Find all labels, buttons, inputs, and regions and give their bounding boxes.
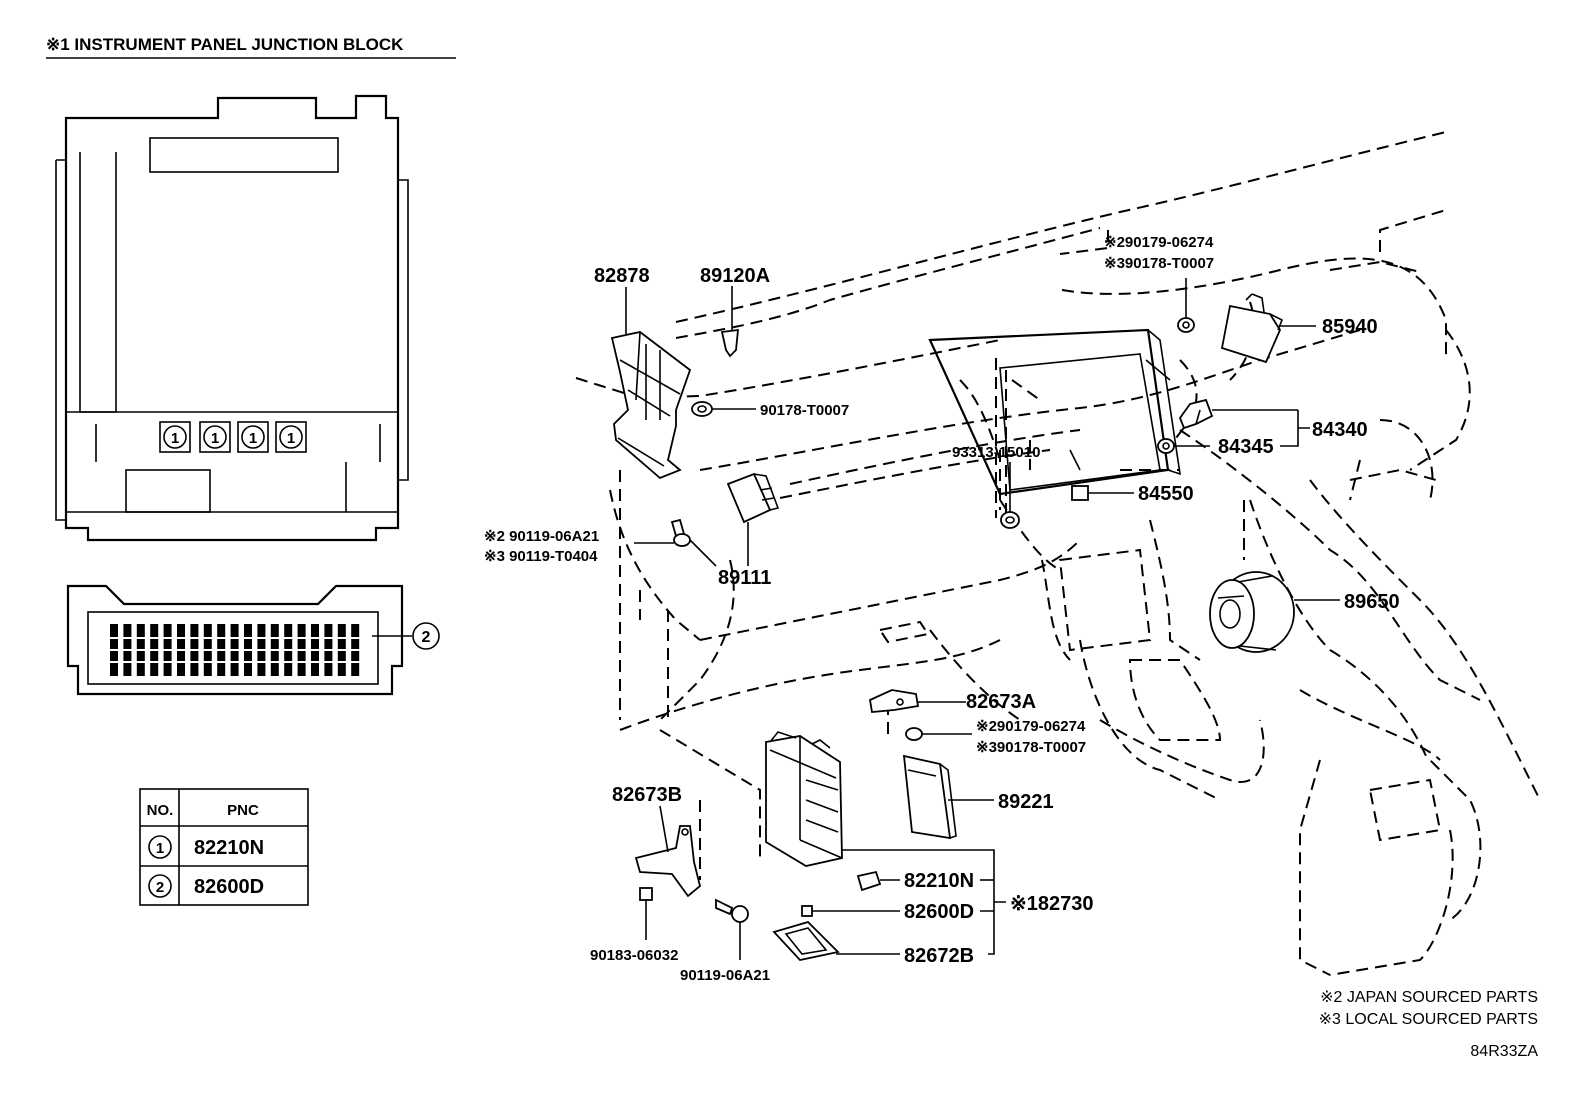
marker-1-d: 1 xyxy=(287,430,295,447)
relay-82210N xyxy=(856,870,882,892)
label-90119-06A21-japan: ※2 90119-06A21 xyxy=(484,528,599,545)
sensor-84550 xyxy=(1071,485,1089,501)
diagram-code: 84R33ZA xyxy=(1470,1043,1538,1060)
center-display xyxy=(928,328,1181,496)
sensor-89111 xyxy=(726,472,780,524)
junction-block-side-view: 2 xyxy=(66,584,440,696)
marker-1-b: 1 xyxy=(211,430,219,447)
inset-title: ※1 INSTRUMENT PANEL JUNCTION BLOCK xyxy=(46,35,404,54)
horn-89650 xyxy=(1209,571,1295,653)
junction-block-top-view: 1 1 1 1 xyxy=(55,94,409,542)
cover-82672B xyxy=(772,920,840,961)
label-89221: 89221 xyxy=(998,791,1054,813)
label-93313-15010: 93313-15010 xyxy=(952,444,1040,461)
marker-1-a: 1 xyxy=(171,430,179,447)
label-89650: 89650 xyxy=(1344,591,1400,613)
clip-90183-06032 xyxy=(639,887,653,901)
marker-1-c: 1 xyxy=(249,430,257,447)
label-82878: 82878 xyxy=(594,265,650,287)
table-header-pnc: PNC xyxy=(227,802,259,819)
label-89111: 89111 xyxy=(718,567,771,589)
label-89120A: 89120A xyxy=(700,265,770,287)
table-row-2-no: 2 xyxy=(156,879,164,896)
module-85940 xyxy=(1220,293,1284,364)
label-82673A: 82673A xyxy=(966,691,1036,713)
nut-90179-mid xyxy=(905,727,923,741)
label-90178-T0007-a: 90178-T0007 xyxy=(760,402,849,419)
label-84340: 84340 xyxy=(1312,419,1368,441)
part-labels: 82878 89120A 90178-T0007 ※2 90119-06A21 … xyxy=(484,234,1400,984)
junction-block-inset: ※1 INSTRUMENT PANEL JUNCTION BLOCK 1 1 xyxy=(46,35,456,696)
fuse-82600D xyxy=(801,905,813,917)
connector-markers-1: 1 1 1 1 xyxy=(159,421,307,453)
marker-2-circle xyxy=(412,622,440,650)
table-row-1-pnc: 82210N xyxy=(194,837,264,859)
nut-84345 xyxy=(1157,438,1175,454)
bolt-90119-left xyxy=(670,518,691,547)
label-90179-06274-japan-mid: ※290179-06274 xyxy=(976,718,1086,735)
table-header-no: NO. xyxy=(147,802,174,819)
label-90178-T0007-local-mid: ※390178-T0007 xyxy=(976,739,1086,756)
dashboard-outline xyxy=(575,131,1541,976)
bracket-82878 xyxy=(610,331,692,480)
label-90183-06032: 90183-06032 xyxy=(590,947,678,964)
label-90119-06A21: 90119-06A21 xyxy=(680,967,770,984)
label-85940: 85940 xyxy=(1322,316,1378,338)
switch-84340 xyxy=(1178,398,1214,430)
leader-lines xyxy=(625,278,1340,960)
ecu-89221 xyxy=(902,754,957,840)
label-84550: 84550 xyxy=(1138,483,1194,505)
marker-2: 2 xyxy=(422,629,431,646)
nut-90179-top xyxy=(1177,317,1195,333)
footnote-japan: ※2 JAPAN SOURCED PARTS xyxy=(1320,989,1538,1006)
bolt-90119-06A21-bottom xyxy=(715,898,749,923)
pnc-table: NO. PNC 1 82210N 2 82600D xyxy=(139,788,309,906)
footnote-local: ※3 LOCAL SOURCED PARTS xyxy=(1319,1011,1538,1028)
label-84345: 84345 xyxy=(1218,436,1274,458)
table-row-2-pnc: 82600D xyxy=(194,876,264,898)
clip-89120A xyxy=(720,328,740,358)
bracket-82673B xyxy=(634,825,702,898)
nut-90178-T0007-left xyxy=(691,401,713,417)
screw-93313-15010 xyxy=(1000,511,1020,529)
footnotes: ※2 JAPAN SOURCED PARTS ※3 LOCAL SOURCED … xyxy=(1319,989,1539,1060)
junction-block-82730 xyxy=(765,731,843,867)
label-90119-T0404-local: ※3 90119-T0404 xyxy=(484,548,598,565)
connector-pins xyxy=(108,624,362,676)
label-82730: ※182730 xyxy=(1010,893,1094,915)
table-row-1-no: 1 xyxy=(156,840,164,857)
label-82210N: 82210N xyxy=(904,870,974,892)
label-90178-T0007-local-top: ※390178-T0007 xyxy=(1104,255,1214,272)
bracket-82673A xyxy=(868,689,920,713)
label-82673B: 82673B xyxy=(612,784,682,806)
label-90179-06274-japan-top: ※290179-06274 xyxy=(1104,234,1214,251)
label-82600D: 82600D xyxy=(904,901,974,923)
label-82672B: 82672B xyxy=(904,945,974,967)
